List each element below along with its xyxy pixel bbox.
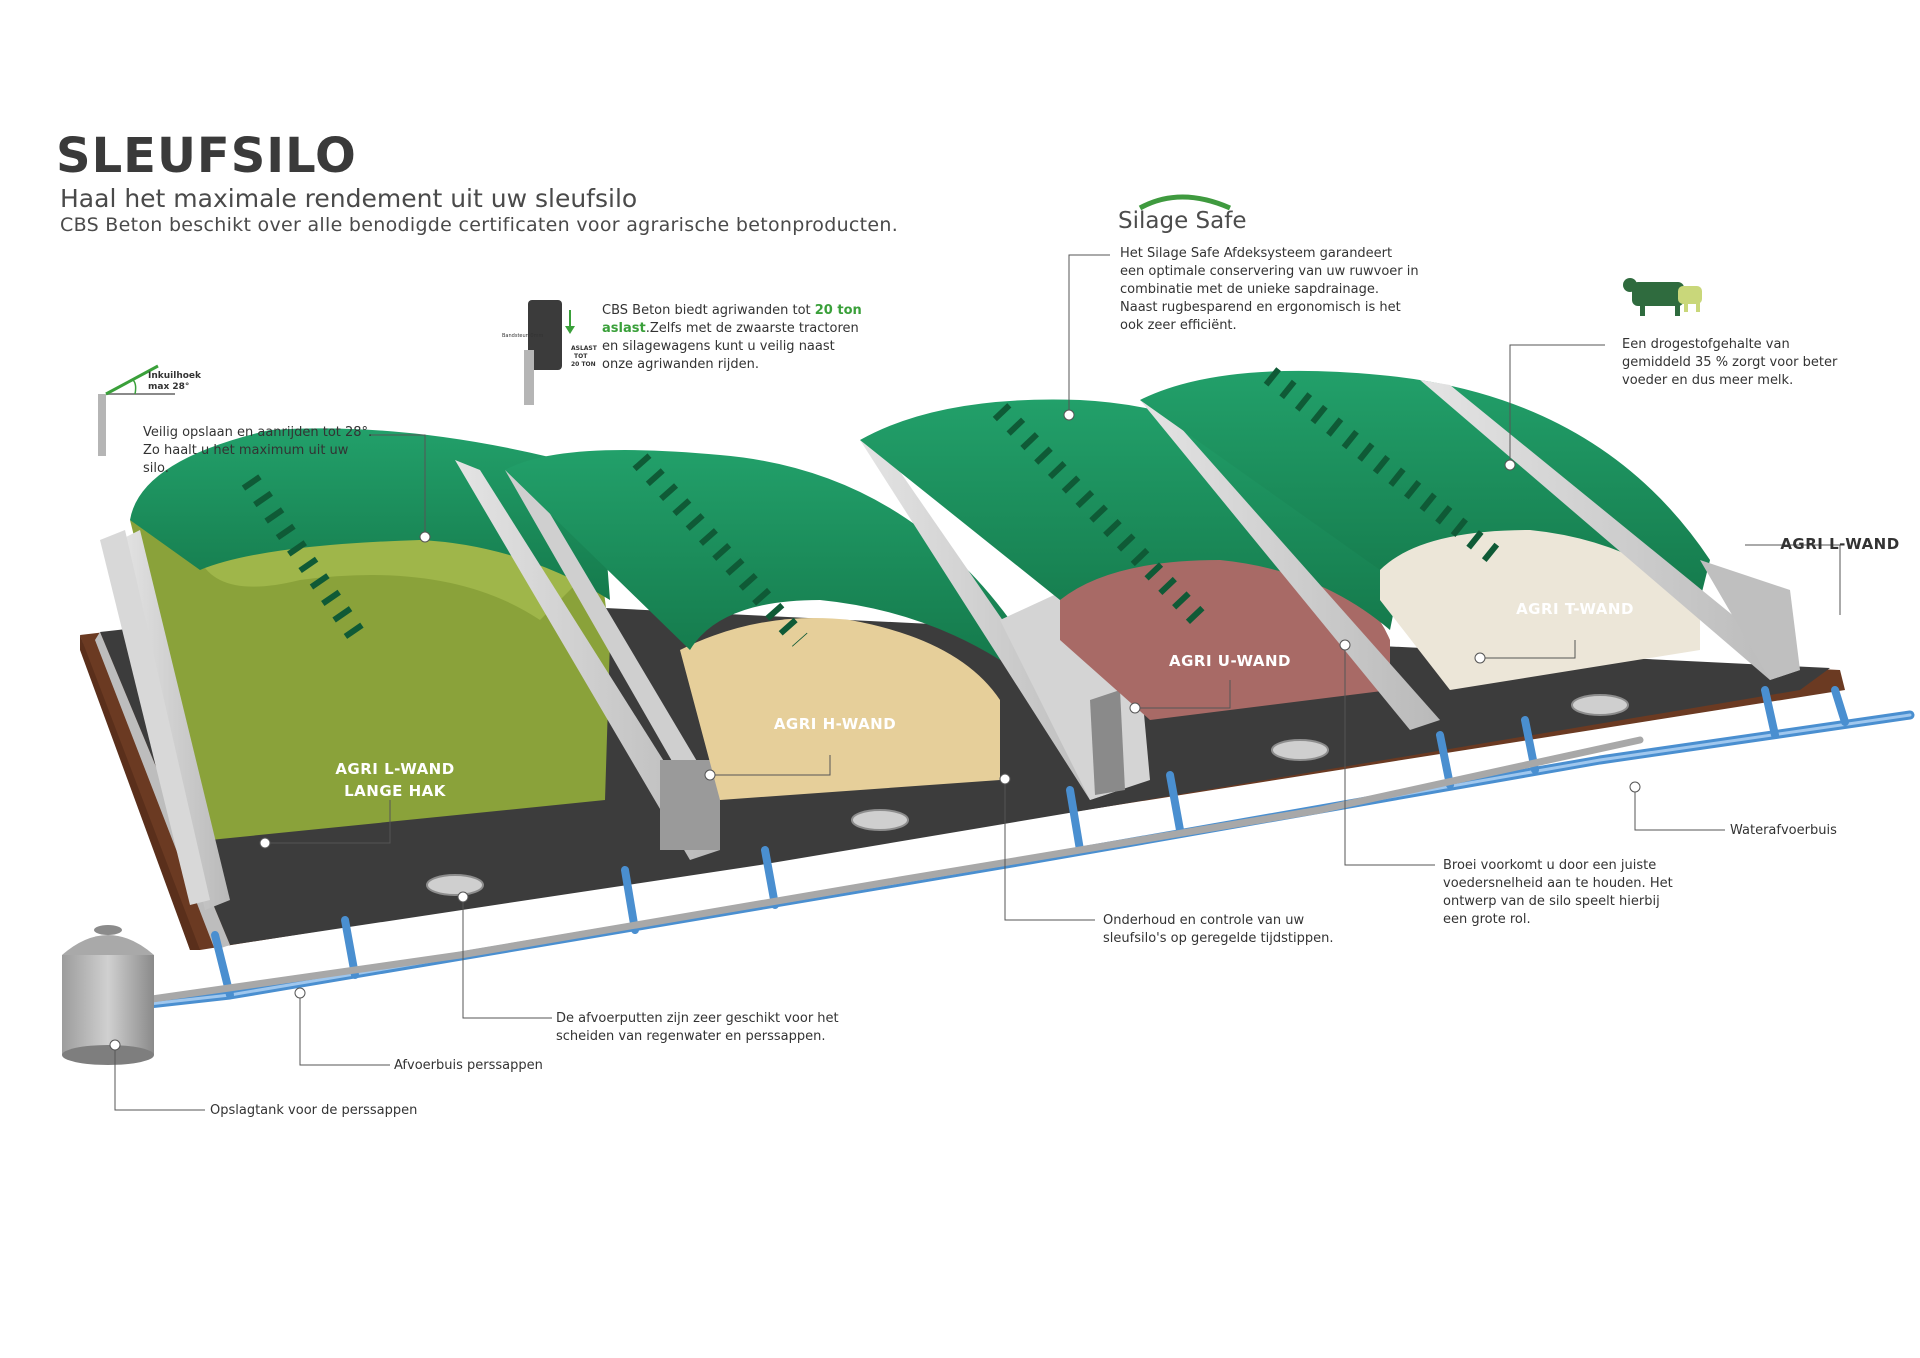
wall-label-l-wand-long-line2: LANGE HAK (344, 782, 446, 800)
note-axle-load: CBS Beton biedt agriwanden tot 20 ton as… (602, 302, 862, 374)
drainage-pipes (106, 686, 1915, 1010)
wall-label-h-wand: AGRI H-WAND (773, 715, 897, 733)
drain-pits (426, 694, 1629, 896)
silo-4-white (1140, 367, 1710, 690)
note-angle: Veilig opslaan en aanrijden tot 28°. Zo … (143, 425, 373, 476)
callout-dots (109, 409, 1641, 1051)
note-water-pipe: Waterafvoerbuis (1730, 823, 1837, 838)
wall-label-l-wand-long: AGRI L-WAND LANGE HAK (320, 758, 470, 802)
page-subtitle-certificates: CBS Beton beschikt over alle benodigde c… (60, 214, 899, 236)
silage-safe-brand: Silage Safe (1118, 208, 1247, 234)
page-subtitle: Haal het maximale rendement uit uw sleuf… (60, 184, 638, 213)
angle-icon-text-2: max 28° (148, 382, 189, 392)
storage-tank (62, 925, 154, 1065)
t-wand-divider (1140, 400, 1440, 730)
wall-label-t-wand: AGRI T-WAND (1516, 600, 1634, 618)
page-title: SLEUFSILO (56, 128, 357, 184)
angle-icon (98, 364, 175, 456)
axle-icon-text-3: 20 TON (571, 361, 596, 368)
axle-icon-text-left: Bandsteun 0mm (502, 333, 543, 339)
wall-label-u-wand: AGRI U-WAND (1169, 652, 1291, 670)
angle-icon-text-1: Inkuilhoek (148, 371, 202, 381)
note-silage-safe: Het Silage Safe Afdeksysteem garandeert … (1120, 246, 1419, 333)
axle-icon-text-2: TOT (574, 353, 588, 360)
note-juice-pipe: Afvoerbuis perssappen (394, 1058, 543, 1073)
cow-icon (1623, 278, 1702, 316)
note-drains: De afvoerputten zijn zeer geschikt voor … (556, 1011, 839, 1044)
note-tank: Opslagtank voor de perssappen (210, 1103, 418, 1118)
l-wand-right (1420, 380, 1800, 680)
wall-label-l-wand: AGRI L-WAND (1780, 535, 1900, 553)
h-wand-divider (455, 460, 720, 860)
silo-1-grass (100, 428, 610, 910)
note-heating: Broei voorkomt u door een juiste voeders… (1443, 858, 1673, 927)
callout-lines (114, 254, 1841, 1111)
wall-label-l-wand-long-line1: AGRI L-WAND (335, 760, 455, 778)
axle-load-icon (524, 300, 575, 405)
axle-icon-text-1: ASLAST (571, 345, 598, 352)
silage-safe-logo-arc (1138, 194, 1232, 211)
note-axle-highlight: 20 ton aslast (602, 303, 862, 336)
note-maintenance: Onderhoud en controle van uw sleufsilo's… (1103, 913, 1334, 946)
silo-2-maize (505, 450, 1010, 800)
note-dry-matter: Een drogestofgehalte van gemiddeld 35 % … (1622, 337, 1838, 388)
note-axle-pre: CBS Beton biedt agriwanden tot (602, 303, 815, 318)
note-axle-post: .Zelfs met de zwaarste tractoren en sila… (602, 321, 859, 372)
